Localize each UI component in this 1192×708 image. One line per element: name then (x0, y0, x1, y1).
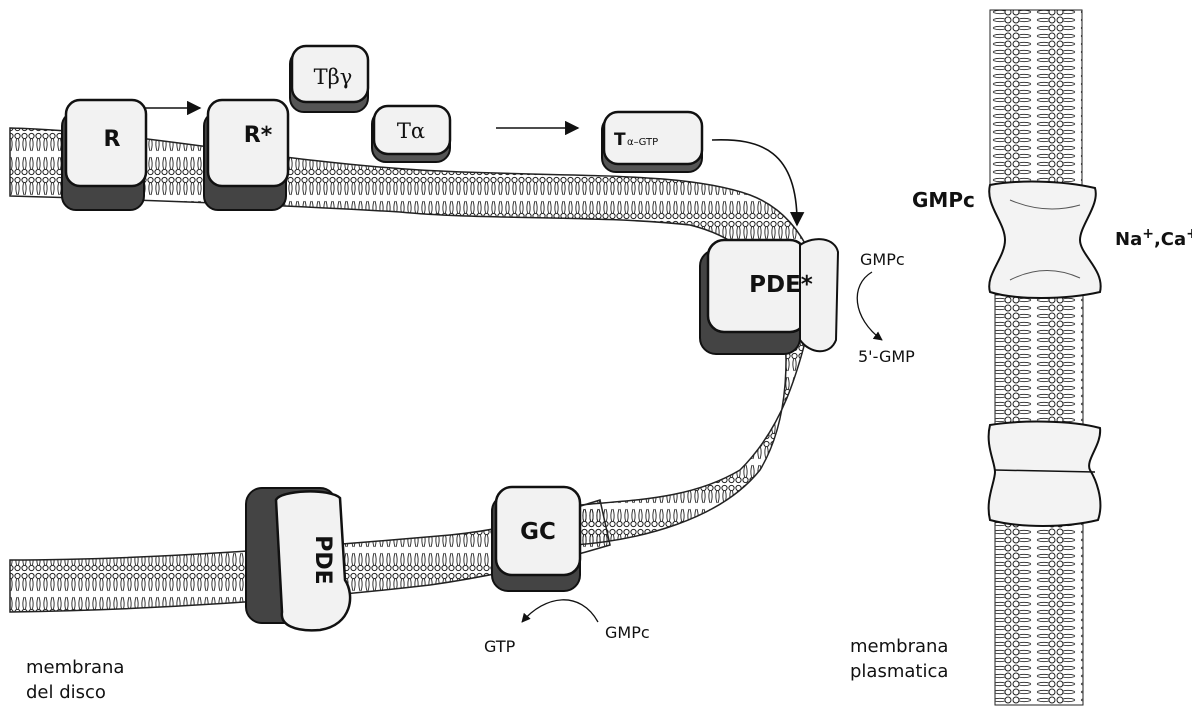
label-t-alpha: Tα (397, 119, 425, 143)
arrow-gc-synthesis (522, 600, 598, 622)
label-gc-substrate: GTP (484, 637, 516, 656)
label-gc: GC (520, 519, 556, 545)
label-pde-substrate: GMPc (860, 250, 905, 269)
cgmp-channel-open (989, 182, 1100, 298)
label-ions-plus-1: + (1142, 226, 1154, 242)
label-r-star: R* (244, 123, 273, 148)
label-channel-cgmp: GMPc (912, 188, 975, 212)
label-ions-ca: ,Ca (1154, 229, 1186, 250)
label-t-alpha-gtp-main: T (614, 130, 626, 150)
label-pde: PDE (310, 535, 335, 584)
label-t-beta-gamma: Tβγ (314, 65, 353, 89)
label-gc-product: GMPc (605, 623, 650, 642)
label-r: R (104, 127, 121, 152)
label-ions-plus-2: + (1186, 226, 1192, 242)
label-pde-product: 5'-GMP (858, 347, 915, 366)
arrow-cgmp-hydrolysis (857, 272, 882, 340)
plasma-membrane-lower (995, 520, 1083, 705)
label-t-alpha-gtp-sub: α–GTP (627, 137, 658, 148)
rhodopsin-active-r-star (204, 100, 288, 210)
plasma-membrane-middle (995, 295, 1083, 430)
cgmp-channel-closed (989, 422, 1101, 526)
label-ions-na: Na (1115, 229, 1142, 250)
label-pde-active: PDE* (749, 272, 813, 298)
label-ions: Na+,Ca+ (1115, 226, 1192, 250)
label-disc-membrane-line2: del disco (26, 682, 106, 703)
label-plasma-membrane-line1: membrana (850, 636, 948, 657)
label-plasma-membrane-line2: plasmatica (850, 661, 948, 682)
plasma-membrane-upper (990, 10, 1082, 200)
plasma-membrane (990, 10, 1083, 705)
rhodopsin-r (62, 100, 146, 210)
label-disc-membrane-line1: membrana (26, 657, 124, 678)
